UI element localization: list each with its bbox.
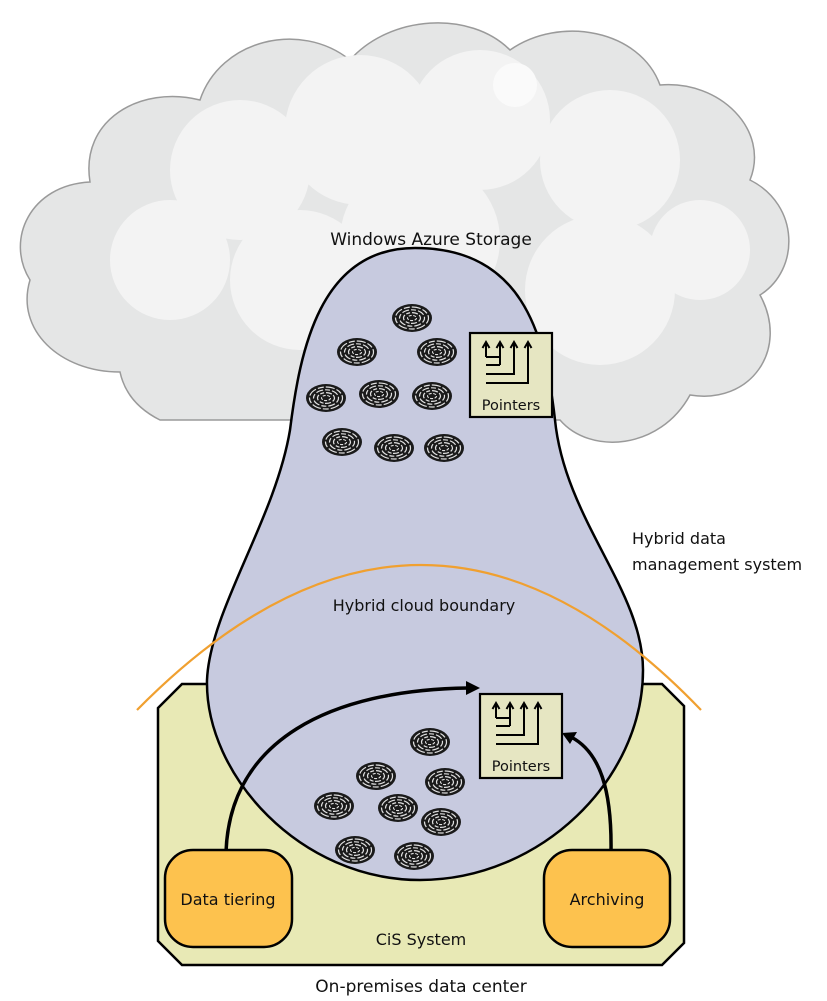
arrow-head-icon	[562, 732, 577, 744]
cloud-boundary-line	[136, 564, 702, 711]
archiving-arrow	[570, 735, 613, 853]
archiving-label: Archiving	[570, 890, 645, 909]
pointers-cloud-label: Pointers	[482, 398, 540, 414]
pointers-onprem-block: Pointers	[478, 692, 564, 780]
hybrid-system-label-line2: management system	[632, 555, 802, 574]
data-tiering-label: Data tiering	[180, 890, 275, 909]
data-tiering-arrow	[224, 686, 469, 853]
cloud-boundary-label: Hybrid cloud boundary	[333, 596, 516, 615]
pointers-cloud-block: Pointers	[468, 331, 554, 419]
cloud-title: Windows Azure Storage	[330, 230, 532, 250]
cis-system-label: CiS System	[376, 930, 467, 949]
datacenter-label: On-premises data center	[315, 977, 526, 997]
archiving-box[interactable]: Archiving	[542, 848, 672, 949]
arrow-head-icon	[466, 681, 480, 695]
hybrid-system-label-line1: Hybrid data	[632, 529, 726, 548]
data-tiering-box[interactable]: Data tiering	[163, 848, 294, 949]
pointers-onprem-label: Pointers	[492, 759, 550, 775]
